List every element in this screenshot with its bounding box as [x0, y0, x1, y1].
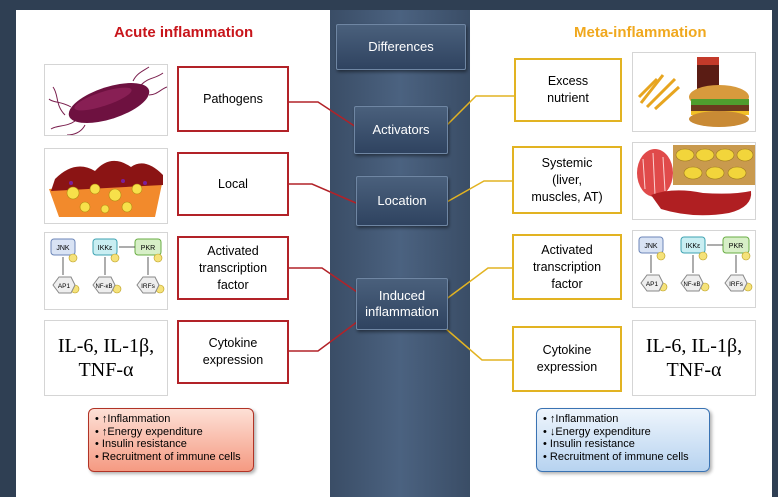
bacterium-icon: [48, 66, 167, 135]
acute-activator-connector: [289, 101, 357, 128]
meta-cyto-line1: Cytokine: [542, 343, 592, 357]
frame-right: [772, 0, 778, 497]
meta-activator-box: Excess nutrient: [514, 58, 622, 122]
pkr-label: PKR: [141, 245, 155, 252]
acute-effect-item: • Insulin resistance: [95, 438, 187, 450]
frame-top: [0, 0, 778, 10]
acute-tf-connector: [289, 267, 358, 293]
acute-cytokines-line2: TNF-α: [78, 359, 134, 381]
differences-header: Differences: [336, 24, 466, 70]
meta-location-box: Systemic (liver, muscles, AT): [512, 146, 622, 214]
meta-activator-connector: [444, 95, 515, 128]
acute-cyto-line2: expression: [202, 353, 264, 367]
acute-cyto-line1: Cytokine: [208, 336, 258, 350]
meta-location-line2: (liver,: [552, 172, 582, 187]
meta-cytokine-box: Cytokine expression: [512, 326, 622, 392]
meta-effect-item: • ↑Inflammation: [543, 413, 619, 425]
acute-location-box: Local: [177, 152, 289, 216]
meta-cytokines-line1: IL-6, IL-1β,: [645, 335, 743, 357]
induced-label-line1: Induced: [378, 288, 426, 303]
fast-food-icon: [637, 57, 749, 127]
jnk-label: JNK: [56, 245, 70, 252]
irfs-label: IRFs: [729, 281, 743, 288]
acute-cytokine-connector: [289, 321, 358, 352]
pathogen-image: [44, 64, 168, 136]
ikke-label: IKKε: [686, 243, 700, 250]
organs-icon: [637, 145, 755, 216]
acute-pathway-image: JNK IKKε PKR AP1 NF-κB IRFs: [44, 232, 168, 310]
meta-tf-line2: transcription: [532, 259, 602, 274]
acute-location-label: Local: [218, 176, 248, 191]
location-label: Location: [377, 193, 427, 208]
ap1-label: AP1: [58, 283, 71, 290]
ikke-label: IKKε: [98, 245, 112, 252]
meta-tf-line3: factor: [551, 276, 583, 291]
acute-activator-label: Pathogens: [203, 91, 263, 106]
activators-label: Activators: [372, 122, 430, 137]
systemic-organs-image: [632, 142, 756, 220]
meta-effect-item: • Insulin resistance: [543, 438, 635, 450]
meta-cytokine-connector: [444, 327, 512, 361]
induced-label-line2: inflammation: [365, 304, 439, 319]
signaling-pathway-icon: JNK IKKε PKR AP1 NF-κB IRFs: [638, 236, 753, 292]
acute-cytokines-line1: IL-6, IL-1β,: [57, 335, 155, 357]
meta-cyto-line2: expression: [536, 360, 598, 374]
acute-effect-item: • ↑Inflammation: [95, 413, 171, 425]
signaling-pathway-icon: JNK IKKε PKR AP1 NF-κB IRFs: [50, 238, 165, 294]
acute-title: Acute inflammation: [114, 24, 254, 41]
differences-label: Differences: [368, 39, 434, 54]
meta-pathway-image: JNK IKKε PKR AP1 NF-κB IRFs: [632, 230, 756, 308]
meta-activator-line2: nutrient: [547, 91, 589, 105]
induced-inflammation-box: Induced inflammation: [356, 278, 448, 330]
meta-cytokines-line2: TNF-α: [666, 359, 722, 381]
local-tissue-image: [44, 148, 168, 224]
meta-cytokines: IL-6, IL-1β, TNF-α: [632, 320, 756, 396]
acute-tf-box: Activated transcription factor: [177, 236, 289, 300]
acute-tf-line3: factor: [217, 277, 249, 292]
meta-location-line1: Systemic: [541, 155, 593, 170]
frame-left: [0, 0, 16, 497]
location-box: Location: [356, 176, 448, 226]
acute-activator-box: Pathogens: [177, 66, 289, 132]
meta-location-connector: [444, 180, 512, 204]
meta-title: Meta-inflammation: [574, 24, 707, 41]
nfkb-label: NF-κB: [96, 284, 113, 290]
differences-column: [330, 10, 470, 497]
meta-tf-box: Activated transcription factor: [512, 234, 622, 300]
acute-cytokine-box: Cytokine expression: [177, 320, 289, 384]
meta-tf-connector: [444, 267, 512, 301]
tissue-icon: [45, 149, 167, 223]
acute-cytokines: IL-6, IL-1β, TNF-α: [44, 320, 168, 396]
nfkb-label: NF-κB: [684, 282, 701, 288]
pkr-label: PKR: [729, 243, 743, 250]
meta-location-line3: muscles, AT): [531, 189, 603, 204]
acute-effect-item: • ↑Energy expenditure: [95, 425, 203, 438]
acute-effect-item: • Recruitment of immune cells: [95, 450, 241, 463]
meta-effects-box: • ↑Inflammation • ↓Energy expenditure • …: [536, 408, 710, 472]
ap1-label: AP1: [646, 281, 659, 288]
acute-tf-line2: transcription: [198, 260, 268, 275]
meta-tf-line1: Activated: [541, 242, 593, 257]
jnk-label: JNK: [644, 243, 658, 250]
acute-location-connector: [289, 183, 357, 204]
irfs-label: IRFs: [141, 283, 155, 290]
activators-box: Activators: [354, 106, 448, 154]
excess-nutrient-image: [632, 52, 756, 132]
acute-tf-line1: Activated: [207, 243, 259, 258]
meta-effect-item: • ↓Energy expenditure: [543, 425, 651, 438]
acute-effects-box: • ↑Inflammation • ↑Energy expenditure • …: [88, 408, 254, 472]
meta-activator-line1: Excess: [547, 74, 589, 88]
meta-effect-item: • Recruitment of immune cells: [543, 450, 689, 463]
